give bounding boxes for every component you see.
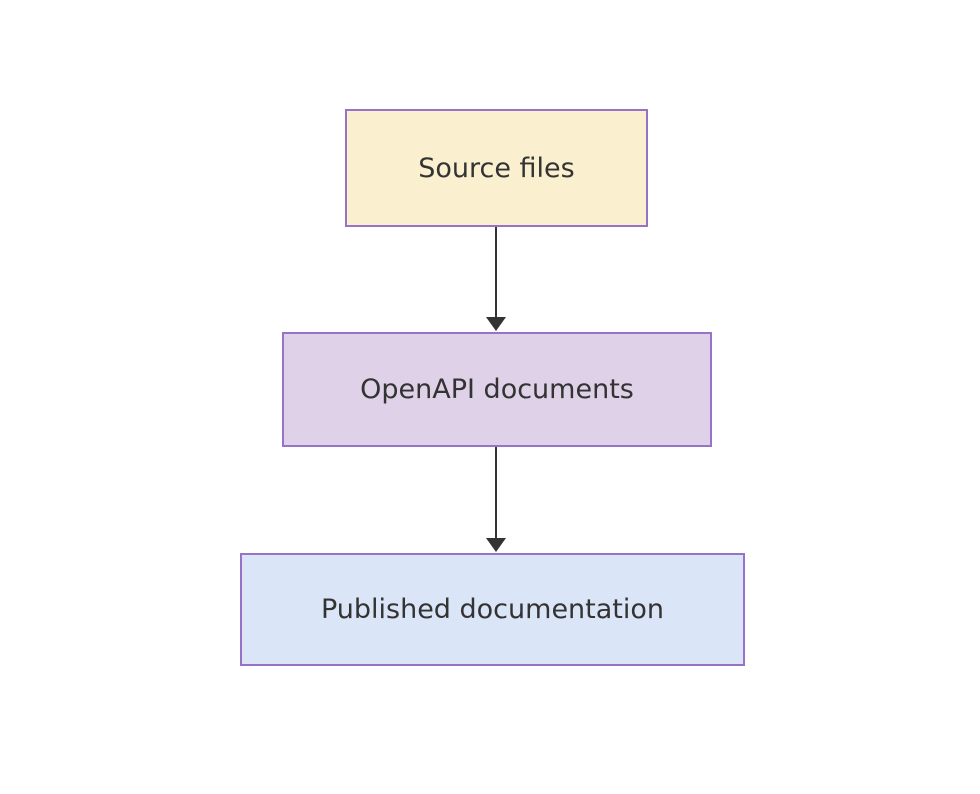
node-published-documentation-label: Published documentation (320, 594, 665, 625)
node-source-files: Source files (345, 109, 648, 227)
node-source-files-label: Source files (418, 152, 575, 184)
edge-openapi-to-published-line (495, 447, 497, 540)
edge-source-to-openapi-line (495, 227, 497, 319)
edge-source-to-openapi-arrowhead-icon (486, 317, 506, 331)
edge-openapi-to-published-arrowhead-icon (486, 538, 506, 552)
node-openapi-documents: OpenAPI documents (282, 332, 712, 447)
node-published-documentation: Published documentation (240, 553, 745, 666)
node-openapi-documents-label: OpenAPI documents (360, 374, 634, 405)
